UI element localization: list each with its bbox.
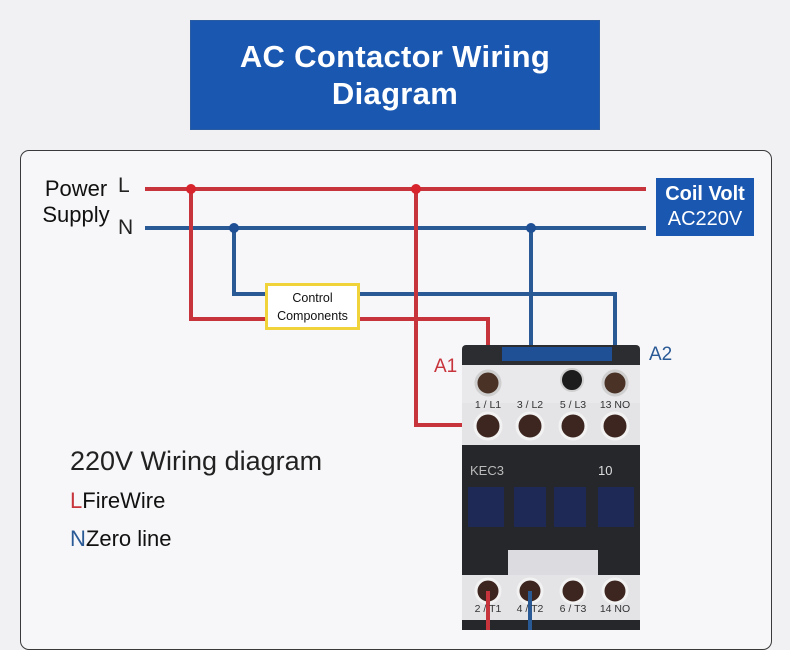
legend-text: FireWire [82,488,166,513]
wiring-diagram-title: 220V Wiring diagram [70,446,323,476]
live-label: L [118,174,130,197]
title-line-2: Diagram [331,76,459,111]
terminal-label-top: 1 / L1 [474,399,502,411]
junction-dot [229,223,239,233]
terminal-label-top: 3 / L2 [516,399,544,411]
terminal-label-bottom: 2 / T1 [474,603,502,615]
control-components-box: Control Components [265,283,360,330]
legend-neutral: NZero line [70,526,171,552]
junction-dot [411,184,421,194]
contactor-model-label: KEC3 [470,463,504,478]
legend-key: N [70,526,86,551]
neutral-to-control-wire [232,228,265,296]
a1-label: A1 [434,356,458,377]
legend-text: Zero line [85,526,172,551]
wiring-svg [145,184,646,430]
contactor-device: 1 / L1 3 / L2 5 / L3 13 NO KEC3 10 2 / T… [462,345,640,630]
legend-live: LFireWire [70,488,165,514]
terminal-label-top: 13 NO [599,399,631,411]
terminal-label-bottom: 4 / T2 [516,603,544,615]
live-to-control-wire [189,189,265,321]
title-line-1: AC Contactor Wiring [239,39,551,74]
terminal-label-bottom: 14 NO [599,603,631,615]
junction-dot [526,223,536,233]
neutral-label: N [118,216,134,239]
terminal-label-top: 5 / L3 [559,399,587,411]
junction-dot [186,184,196,194]
title-banner: AC Contactor Wiring Diagram [190,20,600,130]
contactor-body-svg [462,345,640,630]
terminal-label-bottom: 6 / T3 [559,603,587,615]
diagram-panel [20,150,772,650]
live-to-l1-wire [414,189,478,427]
a2-label: A2 [649,344,673,365]
coil-volt-badge: Coil Volt AC220V [656,178,754,236]
aux-code-label: 10 [598,463,613,478]
power-supply-label: Power Supply [42,176,110,227]
legend-key: L [70,488,83,513]
